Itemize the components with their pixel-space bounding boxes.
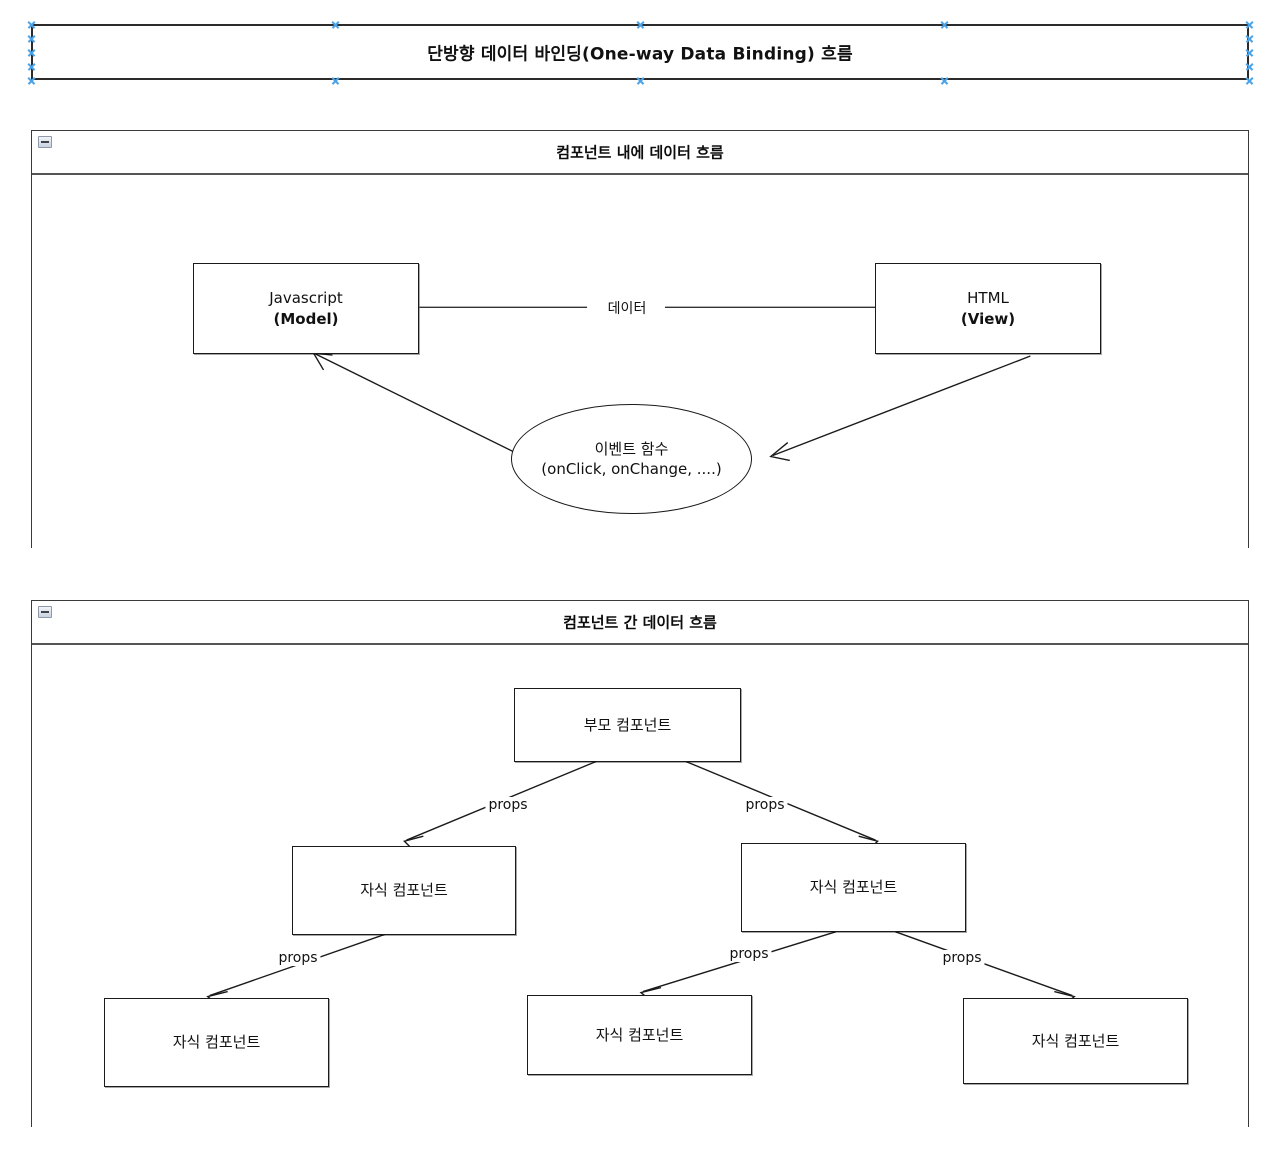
node-line: (View) bbox=[960, 309, 1016, 328]
section-title-intra-component: 컴포넌트 내에 데이터 흐름 bbox=[556, 143, 724, 162]
page-title: 단방향 데이터 바인딩(One-way Data Binding) 흐름 bbox=[427, 44, 853, 65]
node-child-component-left[interactable]: 자식 컴포넌트 bbox=[292, 846, 516, 935]
node-line: 이벤트 함수 bbox=[594, 439, 669, 458]
node-child-component-right-right[interactable]: 자식 컴포넌트 bbox=[963, 998, 1188, 1084]
section-header-intra-component[interactable]: 컴포넌트 내에 데이터 흐름 bbox=[32, 131, 1248, 175]
section-body-intra-component: 데이터 Javascript (Model) HTML (View) 이벤트 함… bbox=[32, 175, 1248, 549]
node-html-view[interactable]: HTML (View) bbox=[875, 263, 1101, 354]
edge-label-props: props bbox=[939, 950, 985, 966]
node-event-handler[interactable]: 이벤트 함수 (onClick, onChange, ....) bbox=[511, 404, 752, 514]
node-line: 자식 컴포넌트 bbox=[595, 1025, 684, 1044]
section-body-inter-component: props props props props props 부모 컴포넌트 자식… bbox=[32, 645, 1248, 1128]
edge-label-props: props bbox=[726, 946, 772, 962]
node-child-component-right[interactable]: 자식 컴포넌트 bbox=[741, 843, 966, 932]
node-line: HTML bbox=[967, 289, 1009, 308]
node-line: 부모 컴포넌트 bbox=[583, 715, 672, 734]
node-line: Javascript bbox=[269, 289, 343, 308]
section-title-inter-component: 컴포넌트 간 데이터 흐름 bbox=[563, 613, 717, 632]
edge-label-props: props bbox=[485, 797, 531, 813]
node-line: 자식 컴포넌트 bbox=[172, 1033, 261, 1052]
node-child-component-left-left[interactable]: 자식 컴포넌트 bbox=[104, 998, 329, 1087]
node-javascript-model[interactable]: Javascript (Model) bbox=[193, 263, 419, 354]
edge-label-props: props bbox=[742, 797, 788, 813]
minus-icon[interactable] bbox=[38, 606, 52, 618]
section-header-inter-component[interactable]: 컴포넌트 간 데이터 흐름 bbox=[32, 601, 1248, 645]
node-parent-component[interactable]: 부모 컴포넌트 bbox=[514, 688, 741, 762]
edge-label-data: 데이터 bbox=[604, 298, 650, 318]
node-line: (Model) bbox=[273, 309, 339, 328]
diagram-title-banner[interactable]: 단방향 데이터 바인딩(One-way Data Binding) 흐름 bbox=[31, 24, 1249, 80]
minus-icon[interactable] bbox=[38, 136, 52, 148]
node-line: 자식 컴포넌트 bbox=[360, 881, 448, 900]
edge-label-props: props bbox=[275, 950, 321, 966]
section-panel-inter-component: 컴포넌트 간 데이터 흐름 props props props props pr… bbox=[31, 600, 1249, 1128]
section-panel-intra-component: 컴포넌트 내에 데이터 흐름 데이터 Javascript (Model) HT… bbox=[31, 130, 1249, 549]
node-line: 자식 컴포넌트 bbox=[809, 878, 898, 897]
node-line: (onClick, onChange, ....) bbox=[541, 460, 722, 478]
node-child-component-right-left[interactable]: 자식 컴포넌트 bbox=[527, 995, 752, 1075]
node-line: 자식 컴포넌트 bbox=[1031, 1031, 1120, 1050]
